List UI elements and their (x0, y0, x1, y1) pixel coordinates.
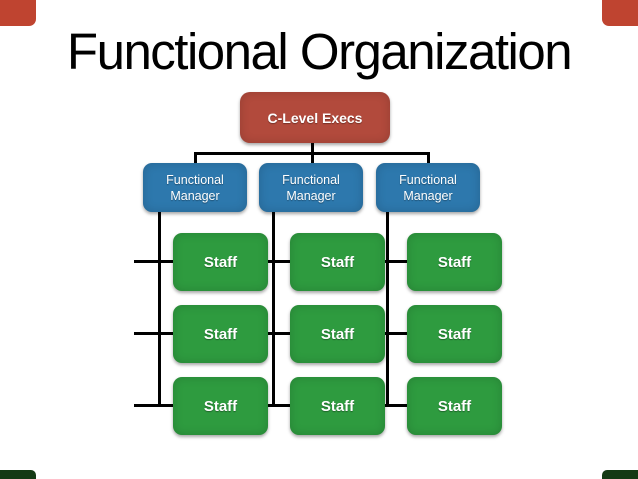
connector-spine-3 (386, 211, 389, 407)
org-box-staff: Staff (407, 377, 502, 435)
org-box-root: C-Level Execs (240, 92, 390, 143)
slide-title: Functional Organization (66, 23, 573, 80)
connector-stub (248, 404, 290, 407)
org-box-staff: Staff (407, 305, 502, 363)
org-box-staff: Staff (290, 233, 385, 291)
connector-stub (134, 260, 173, 263)
connector-top-horizontal (194, 152, 430, 155)
org-box-manager-2: Functional Manager (259, 163, 363, 212)
connector-manager-drop-3 (427, 153, 430, 164)
org-box-manager-1: Functional Manager (143, 163, 247, 212)
org-box-manager-3: Functional Manager (376, 163, 480, 212)
connector-manager-drop-1 (194, 153, 197, 164)
connector-stub (134, 332, 173, 335)
org-box-staff: Staff (407, 233, 502, 291)
org-box-staff: Staff (290, 305, 385, 363)
connector-stub (134, 404, 173, 407)
connector-stub (248, 260, 290, 263)
connector-spine-2 (272, 211, 275, 407)
org-box-staff: Staff (173, 305, 268, 363)
org-box-staff: Staff (173, 233, 268, 291)
org-box-staff: Staff (290, 377, 385, 435)
corner-accent-bottom-right-icon (602, 470, 638, 479)
corner-accent-bottom-left-icon (0, 470, 36, 479)
connector-spine-1 (158, 211, 161, 407)
corner-accent-top-right-icon (602, 0, 638, 26)
corner-accent-top-left-icon (0, 0, 36, 26)
org-box-staff: Staff (173, 377, 268, 435)
connector-stub (248, 332, 290, 335)
